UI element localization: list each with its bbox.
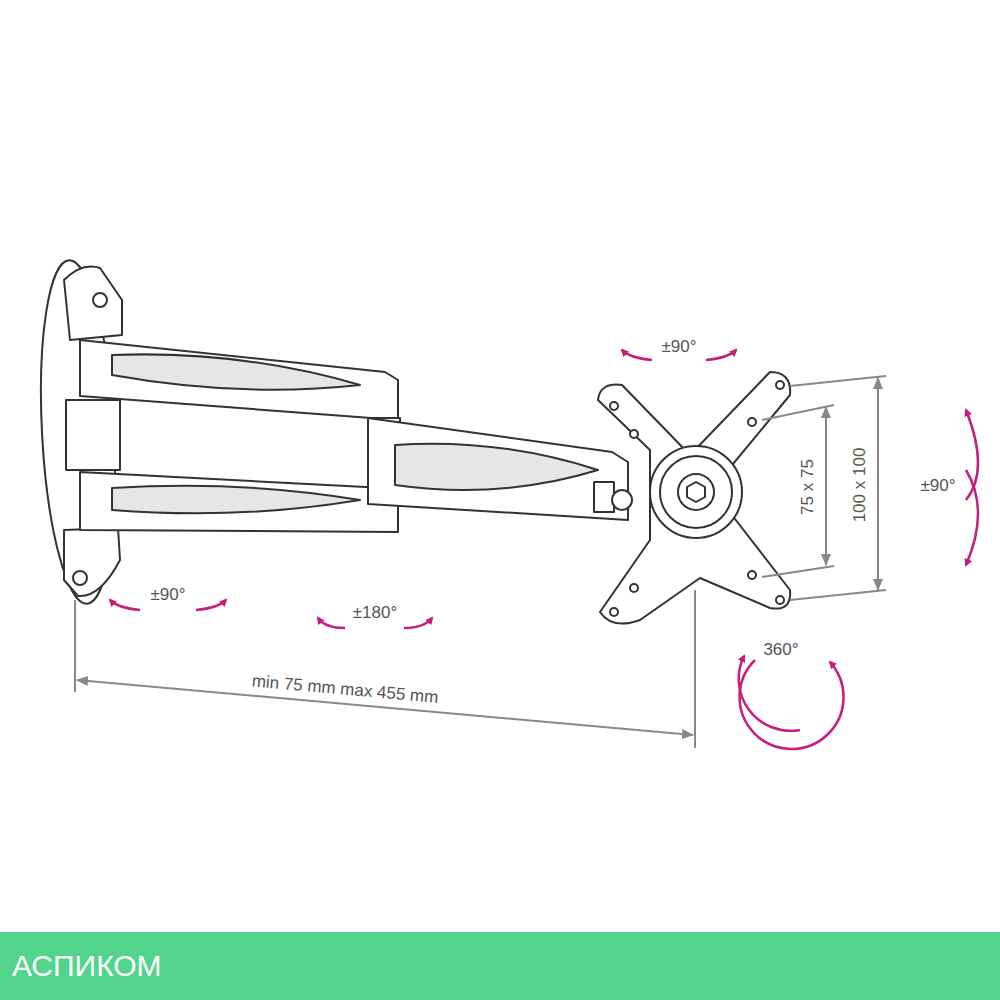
dimension-label: min 75 mm max 455 mm <box>251 672 439 707</box>
rotation-angle: ±90° <box>150 586 185 605</box>
dimension-lines <box>75 376 886 748</box>
rotation-arrows <box>110 350 978 749</box>
brand-band: АСПИКОМ <box>0 932 1000 1000</box>
rotation-angle: ±90° <box>661 338 696 357</box>
dimension-label: 75 x 75 <box>799 459 818 515</box>
rotation-angle: ±180° <box>353 604 398 623</box>
dimension-label: 100 x 100 <box>851 448 870 523</box>
mount-drawing <box>33 258 790 623</box>
rotation-angle: 360° <box>763 641 798 660</box>
rotation-angle: ±90° <box>920 477 955 496</box>
brand-name: АСПИКОМ <box>0 932 1000 1000</box>
